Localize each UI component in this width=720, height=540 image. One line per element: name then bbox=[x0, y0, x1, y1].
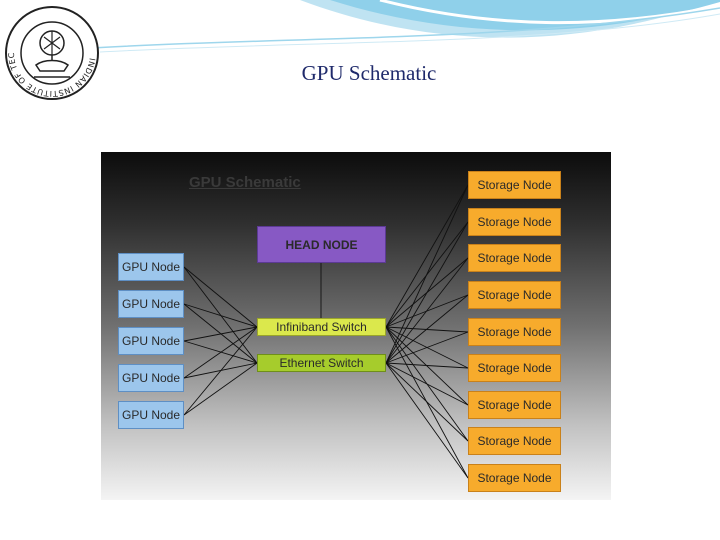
wire-infiniband-to-storage-4 bbox=[385, 294, 469, 328]
gpu-node-1: GPU Node bbox=[118, 253, 184, 281]
gpu-node-5: GPU Node bbox=[118, 401, 184, 429]
storage-node-7: Storage Node bbox=[468, 391, 561, 419]
head-node: HEAD NODE bbox=[257, 226, 386, 263]
storage-node-1: Storage Node bbox=[468, 171, 561, 199]
wire-gpu-5-to-ethernet bbox=[183, 362, 258, 416]
wire-infiniband-to-storage-8 bbox=[385, 326, 469, 442]
wire-infiniband-to-storage-7 bbox=[385, 326, 469, 406]
header-swoosh-decoration bbox=[89, 0, 720, 53]
gpu-node-4: GPU Node bbox=[118, 364, 184, 392]
wire-infiniband-to-storage-9 bbox=[385, 326, 469, 479]
wire-infiniband-to-storage-5 bbox=[385, 326, 469, 333]
wire-infiniband-to-storage-3 bbox=[385, 257, 469, 328]
connection-wires bbox=[183, 184, 469, 479]
gpu-schematic-diagram: GPU Schematic HEAD NODE Infiniband Switc… bbox=[101, 152, 611, 500]
gpu-node-2: GPU Node bbox=[118, 290, 184, 318]
wire-gpu-2-to-infiniband bbox=[183, 303, 258, 328]
wire-gpu-4-to-infiniband bbox=[183, 326, 258, 379]
storage-node-8: Storage Node bbox=[468, 427, 561, 455]
storage-node-5: Storage Node bbox=[468, 318, 561, 346]
storage-node-2: Storage Node bbox=[468, 208, 561, 236]
storage-node-3: Storage Node bbox=[468, 244, 561, 272]
wire-ethernet-to-storage-9 bbox=[385, 362, 469, 479]
institute-logo: INDIAN INSTITUTE OF TECHNOLOGY MADRAS bbox=[4, 5, 99, 100]
wire-gpu-2-to-ethernet bbox=[183, 303, 258, 364]
gpu-node-3: GPU Node bbox=[118, 327, 184, 355]
wire-gpu-3-to-infiniband bbox=[183, 326, 258, 342]
wire-infiniband-to-storage-1 bbox=[385, 184, 469, 328]
infiniband-switch: Infiniband Switch bbox=[257, 318, 386, 336]
storage-node-4: Storage Node bbox=[468, 281, 561, 309]
slide-title: GPU Schematic bbox=[301, 61, 437, 85]
wire-infiniband-to-storage-2 bbox=[385, 221, 469, 328]
ethernet-switch: Ethernet Switch bbox=[257, 354, 386, 372]
wire-gpu-1-to-ethernet bbox=[183, 266, 258, 364]
wire-gpu-5-to-infiniband bbox=[183, 326, 258, 416]
wire-gpu-1-to-infiniband bbox=[183, 266, 258, 328]
storage-node-9: Storage Node bbox=[468, 464, 561, 492]
wire-infiniband-to-storage-6 bbox=[385, 326, 469, 369]
diagram-title: GPU Schematic bbox=[189, 174, 301, 191]
storage-node-6: Storage Node bbox=[468, 354, 561, 382]
